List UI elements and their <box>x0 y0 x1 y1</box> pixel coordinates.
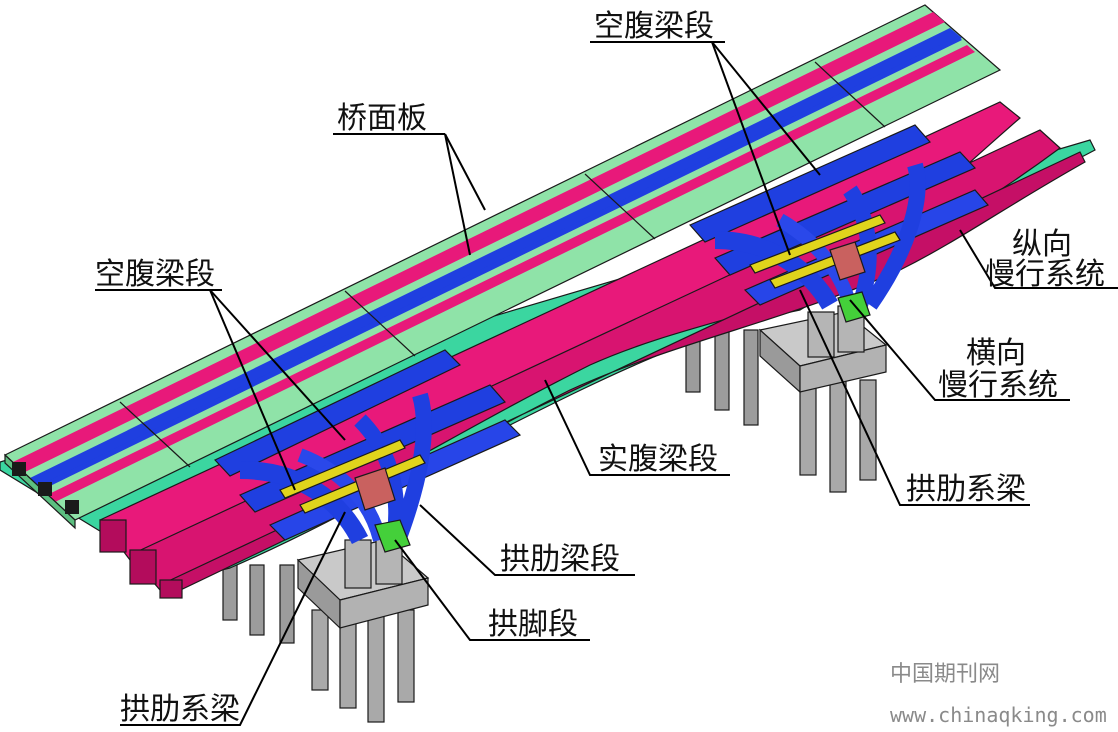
deck-plate <box>3 4 1002 530</box>
label-deck: 桥面板 <box>337 101 427 136</box>
label-rib-tie-bottom: 拱肋系梁 <box>120 692 240 727</box>
watermark: 中国期刊网 www.chinaqking.com <box>890 662 1107 727</box>
label-rib-tie-right: 拱肋系梁 <box>906 472 1026 507</box>
watermark-cn: 中国期刊网 <box>890 662 1000 687</box>
label-long-bracing-2: 慢行系统 <box>985 257 1105 292</box>
watermark-url: www.chinaqking.com <box>890 703 1107 727</box>
labels: 空腹梁段 桥面板 空腹梁段 纵向 慢行系统 横向 慢行系统 实腹梁段 拱肋系梁 … <box>95 9 1105 727</box>
label-rib-segment: 拱肋梁段 <box>500 542 620 577</box>
label-solid-web: 实腹梁段 <box>598 442 718 477</box>
right-hollow-segment <box>689 124 989 323</box>
left-hollow-segment <box>214 349 522 553</box>
label-hollow-top: 空腹梁段 <box>594 9 714 44</box>
label-hollow-left: 空腹梁段 <box>95 257 215 292</box>
label-arch-foot: 拱脚段 <box>488 607 578 642</box>
leader-lines <box>95 41 1118 726</box>
left-pier <box>222 533 430 723</box>
label-trans-bracing-2: 慢行系统 <box>938 368 1058 403</box>
label-trans-bracing-1: 横向 <box>966 336 1026 371</box>
label-long-bracing-1: 纵向 <box>1012 227 1072 262</box>
